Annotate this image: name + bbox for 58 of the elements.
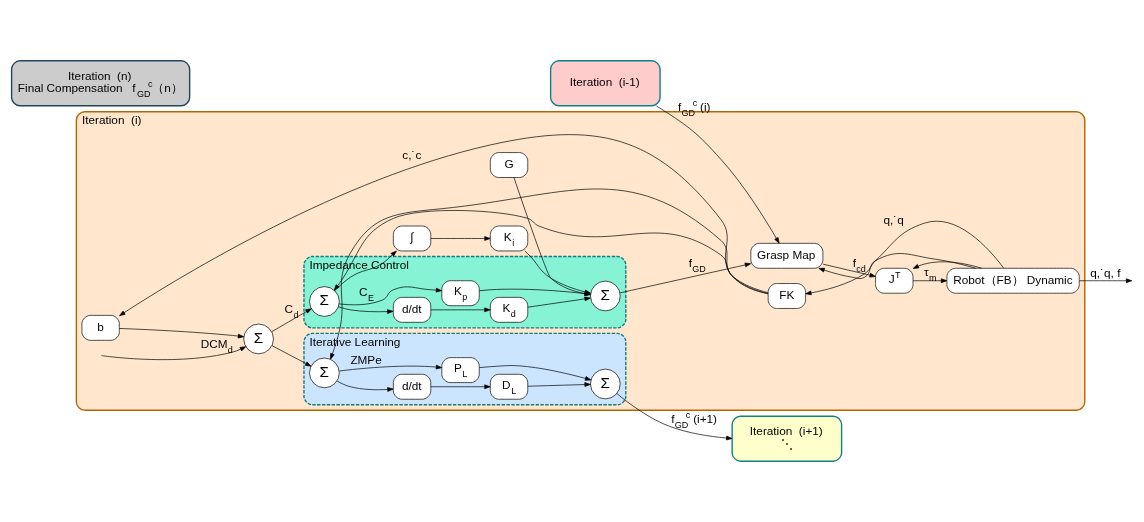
edge-label: DCM$_{d}$ [200, 336, 233, 355]
arrow [479, 365, 592, 381]
arrow [430, 384, 491, 390]
arrow [271, 308, 312, 333]
arrow [619, 262, 752, 294]
arrow [912, 278, 948, 284]
arrow [271, 345, 312, 367]
node-box: FK [767, 283, 806, 309]
arrow [330, 188, 769, 360]
arrow [822, 263, 876, 278]
node-box: Iteration (i-1) [549, 60, 661, 107]
arrow [430, 236, 491, 241]
edge-label: C$_{E}$ [359, 284, 375, 303]
edge-label: c,˙c [402, 147, 422, 161]
arrow [616, 393, 733, 441]
edge-label: f$_{cd}$ [852, 256, 866, 275]
arrow [527, 382, 591, 387]
node-circle: Σ [243, 323, 274, 355]
edge-label: q,˙q [883, 213, 904, 227]
arrow [805, 221, 1004, 296]
arrow [818, 253, 976, 279]
node-box: K$_{p}$ [441, 280, 480, 307]
arrow [334, 250, 397, 292]
arrow [1079, 278, 1133, 284]
arrow [119, 134, 769, 317]
arrow [101, 346, 247, 360]
node-box: ∫ [393, 225, 432, 252]
arrow [430, 307, 491, 313]
edge-label: τ$_{m}$ [924, 265, 937, 284]
arrow [656, 105, 780, 244]
node-box: Robot（FB） Dynamic [946, 267, 1080, 294]
node-box: d/dt [393, 297, 432, 323]
node-circle: Σ [590, 368, 621, 400]
node-circle: Σ [590, 280, 621, 312]
node-box: K$_{d}$ [490, 297, 529, 323]
arrow [336, 380, 394, 392]
node-box: P$_{L}$ [441, 357, 480, 383]
edge-label: C$_{d}$ [284, 302, 299, 321]
arrow [119, 328, 245, 339]
arrow [338, 306, 394, 314]
node-box: Grasp Map [750, 243, 824, 269]
node-box: J$^{T}$ [875, 267, 914, 294]
edge-label: q,˙q, f [1090, 266, 1121, 279]
node-box: d/dt [393, 373, 432, 400]
node-box: D$_{L}$ [490, 373, 529, 400]
node-box: Iteration (n) Final Compensation f$_{GD}$$^{c}$（n） [10, 60, 191, 107]
node-box: Iteration (i+1) ⋱ [731, 415, 843, 462]
node-box: b [81, 315, 120, 341]
node-circle: Σ [309, 357, 340, 389]
edge-label: ZMPe [350, 352, 382, 366]
node-box: G [490, 152, 529, 178]
arrow [527, 296, 591, 308]
arrow [339, 364, 443, 372]
edge-label: f$_{GD}$ [688, 256, 706, 275]
arrow [912, 261, 983, 269]
node-box: K$_{i}$ [490, 225, 529, 252]
arrow [338, 286, 443, 306]
edge-label: f$_{GD}$$^{c}$ (i+1) [671, 409, 718, 430]
